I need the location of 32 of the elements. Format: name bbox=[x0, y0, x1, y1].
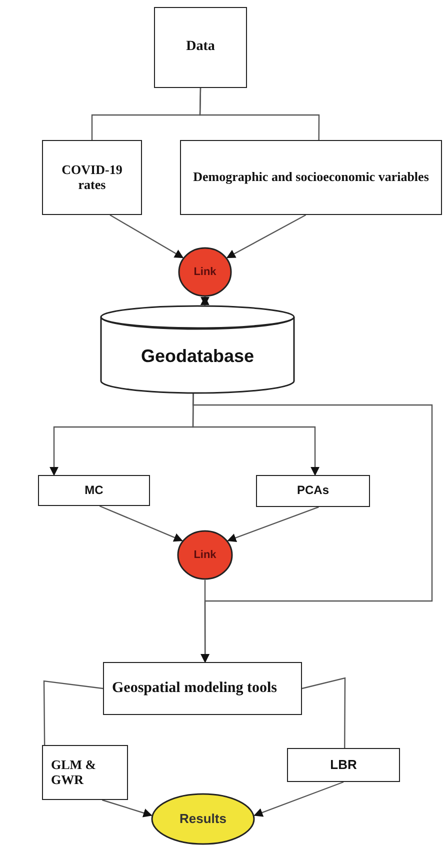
process-box bbox=[256, 475, 370, 507]
node-label: Results bbox=[178, 812, 228, 826]
node-label: COVID-19 rates bbox=[60, 162, 124, 192]
connector-line bbox=[199, 88, 320, 140]
node-label: PCAs bbox=[296, 484, 330, 498]
process-box bbox=[154, 7, 247, 88]
arrow bbox=[254, 781, 344, 817]
process-box bbox=[287, 748, 400, 782]
arrow bbox=[110, 214, 184, 258]
node-label: Geodatabase bbox=[140, 346, 256, 366]
node-label: Demographic and socioeconomic variables bbox=[192, 170, 430, 185]
process-box bbox=[38, 475, 150, 506]
node-label: Link bbox=[192, 266, 218, 278]
process-box bbox=[42, 745, 128, 800]
arrow bbox=[102, 799, 152, 818]
connector-line bbox=[302, 677, 346, 748]
process-box bbox=[103, 662, 302, 715]
node-label: GLM & GWR bbox=[50, 758, 98, 788]
process-box bbox=[42, 140, 142, 215]
arrow bbox=[200, 296, 210, 306]
process-box bbox=[180, 140, 442, 215]
node-label: Geospatial modeling tools bbox=[111, 680, 278, 698]
arrow bbox=[200, 580, 210, 663]
connector-line bbox=[43, 680, 104, 745]
arrow bbox=[99, 505, 183, 542]
arrow bbox=[227, 506, 319, 542]
arrow bbox=[192, 393, 320, 476]
node-label: Link bbox=[192, 548, 218, 562]
node-label: MC bbox=[84, 484, 104, 498]
node-label: LBR bbox=[329, 758, 358, 772]
arrow bbox=[226, 214, 306, 258]
node-label: Data bbox=[185, 39, 216, 56]
